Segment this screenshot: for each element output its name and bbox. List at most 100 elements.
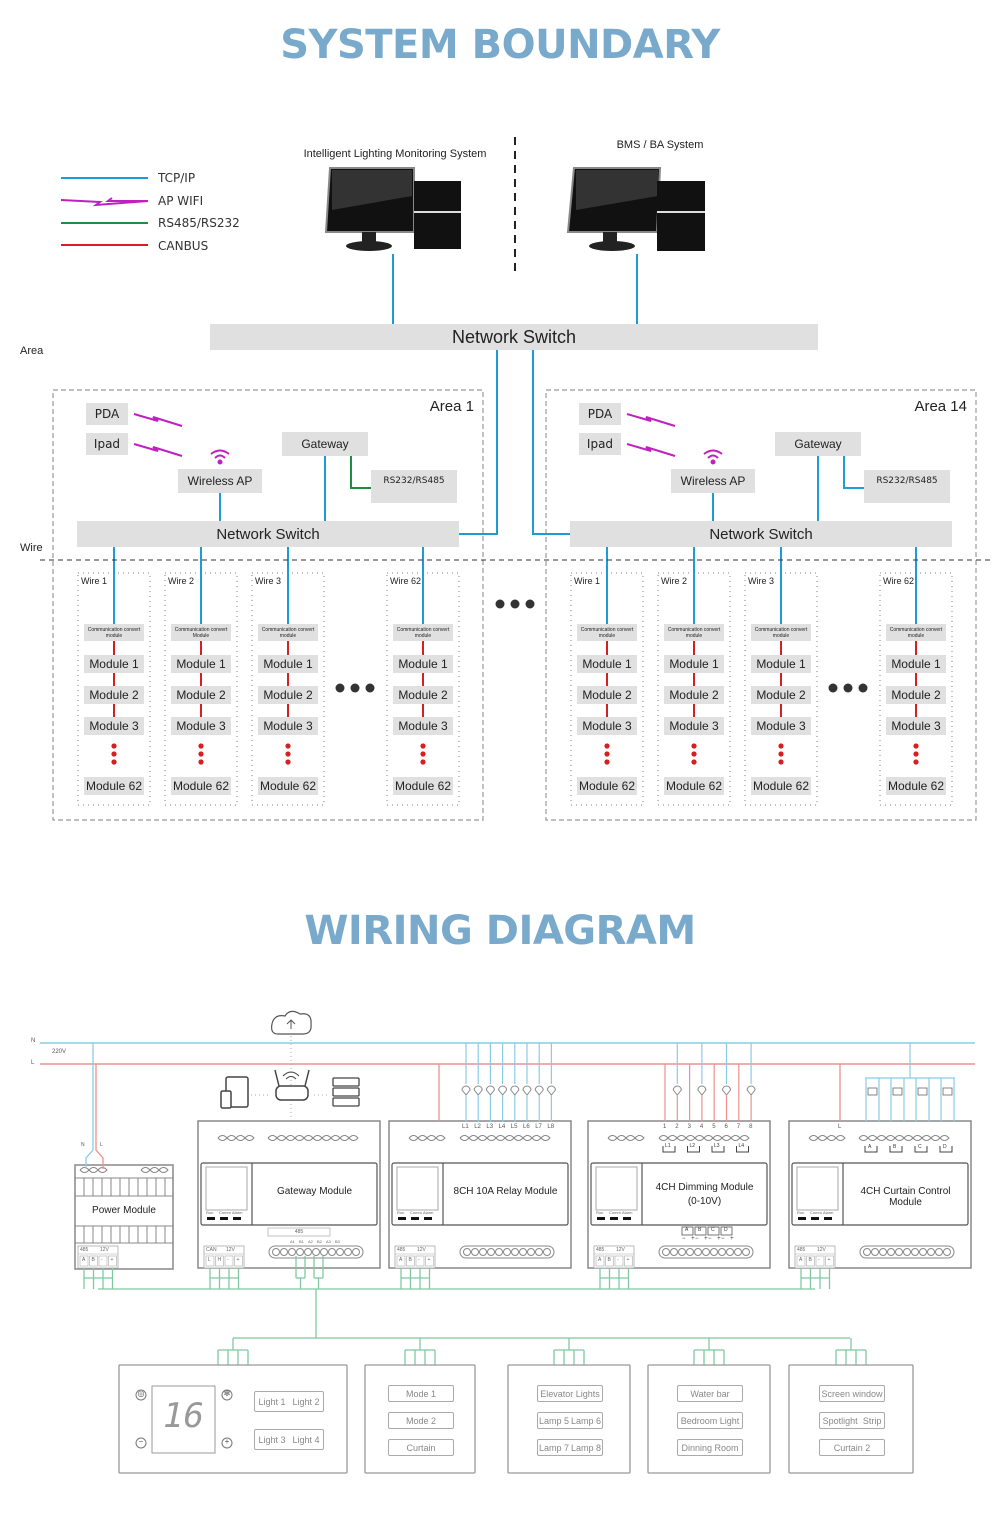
ipad-box: Ipad bbox=[579, 433, 621, 455]
module-box: Module 2 bbox=[886, 686, 946, 704]
upload-arrow-icon bbox=[286, 1019, 296, 1029]
communication-convert-module: Communication convert module bbox=[751, 624, 811, 641]
panel-button[interactable]: Curtain 2 bbox=[819, 1439, 885, 1456]
dimming-polarity: − + bbox=[695, 1236, 710, 1242]
communication-convert-module: Communication convert module bbox=[577, 624, 637, 641]
lamp-icon bbox=[498, 1085, 508, 1096]
module-box: Module 1 bbox=[751, 655, 811, 673]
communication-convert-module: Communication convert module bbox=[886, 624, 946, 641]
ellipsis-dot bbox=[285, 743, 291, 749]
relay-terminal-row bbox=[459, 1245, 555, 1259]
module-display bbox=[396, 1166, 439, 1211]
control-panel bbox=[364, 1364, 476, 1474]
ipad-box: Ipad bbox=[86, 433, 128, 455]
terminal-hole bbox=[718, 1248, 726, 1256]
curtain-output-bracket bbox=[889, 1146, 903, 1153]
router-icon bbox=[275, 1085, 309, 1101]
wire-name: Wire 2 bbox=[661, 576, 688, 586]
control-panel bbox=[788, 1364, 914, 1474]
lamp-icon bbox=[485, 1085, 495, 1096]
lamp-icon bbox=[473, 1085, 483, 1096]
terminal-hole bbox=[503, 1248, 511, 1256]
lamp-icon bbox=[746, 1085, 756, 1096]
terminal-hole bbox=[487, 1248, 495, 1256]
relay-channel-label: L2 bbox=[474, 1124, 481, 1130]
lamp-icon bbox=[522, 1085, 532, 1096]
bus-pin-label: - bbox=[418, 1257, 420, 1263]
terminal-hole bbox=[495, 1248, 503, 1256]
terminal-hole bbox=[935, 1248, 943, 1256]
panel-button-label: Dinning Room bbox=[681, 1442, 739, 1453]
panel-button[interactable]: Mode 2 bbox=[388, 1412, 454, 1429]
power-module-vent bbox=[74, 1177, 174, 1197]
panel-button[interactable]: Bedroom Light bbox=[677, 1412, 743, 1429]
dimming-output-label: B bbox=[698, 1227, 702, 1233]
bus-label: 12V bbox=[226, 1247, 235, 1253]
module-box: Module 3 bbox=[258, 717, 318, 735]
ellipsis-dot bbox=[691, 759, 697, 765]
status-led bbox=[220, 1217, 228, 1220]
panel-button-label: Lamp 6 bbox=[570, 1415, 602, 1426]
terminal-hole bbox=[471, 1248, 479, 1256]
plus-icon-glyph: + bbox=[224, 1437, 230, 1446]
module-box: Module 1 bbox=[886, 655, 946, 673]
load-bracket bbox=[662, 1146, 676, 1153]
status-led-label: Comm bbox=[810, 1210, 822, 1215]
panel-button[interactable]: Elevator Lights bbox=[537, 1385, 603, 1402]
panel-button-label: Curtain 2 bbox=[833, 1442, 871, 1453]
motor-icon bbox=[917, 1087, 928, 1096]
relay-channel-label: L6 bbox=[523, 1124, 530, 1130]
pda-box: PDA bbox=[579, 403, 621, 425]
panel-button[interactable]: Mode 1 bbox=[388, 1385, 454, 1402]
terminal-hole bbox=[863, 1248, 871, 1256]
module-box: Module 1 bbox=[664, 655, 724, 673]
bus-pin-label: L bbox=[208, 1257, 211, 1263]
status-led bbox=[424, 1217, 432, 1220]
dimming-load-label: L3 bbox=[714, 1143, 720, 1149]
terminal-hole bbox=[734, 1248, 742, 1256]
power-n-label: N bbox=[81, 1142, 85, 1148]
server-icon bbox=[332, 1097, 360, 1107]
module-display bbox=[595, 1166, 638, 1211]
gateway-485-pin: A1 bbox=[290, 1239, 295, 1244]
wifi-signal-zigzag bbox=[133, 443, 183, 457]
module-name: 4CH Dimming Module bbox=[655, 1182, 754, 1193]
ellipsis-dot bbox=[604, 743, 610, 749]
voltage-label: 220V bbox=[52, 1049, 67, 1055]
bus-pin-label: A bbox=[598, 1257, 602, 1263]
module-box: Module 3 bbox=[751, 717, 811, 735]
module-box: Module 3 bbox=[84, 717, 144, 735]
ellipsis-dot bbox=[198, 759, 204, 765]
gateway-485-pin: B1 bbox=[299, 1239, 304, 1244]
terminal-hole bbox=[911, 1248, 919, 1256]
ellipsis-dot bbox=[420, 751, 426, 757]
top-diagram bbox=[324, 137, 705, 324]
panel-button[interactable]: Screen window bbox=[819, 1385, 885, 1402]
dimming-output-box bbox=[707, 1226, 720, 1236]
terminal-hole bbox=[344, 1248, 352, 1256]
fan-icon-glyph: ✻ bbox=[223, 1389, 231, 1398]
gateway-485-label: 485 bbox=[294, 1229, 304, 1235]
status-led-label: Run bbox=[596, 1210, 604, 1215]
dimming-polarity: − + bbox=[682, 1236, 697, 1242]
panel-button[interactable]: Dinning Room bbox=[677, 1439, 743, 1456]
dimming-load-label: L4 bbox=[738, 1143, 745, 1149]
terminal-hole bbox=[710, 1248, 718, 1256]
dimming-terminal-label: 5 bbox=[712, 1124, 716, 1130]
wire-name: Wire 62 bbox=[883, 576, 915, 586]
panel-button[interactable]: Water bar bbox=[677, 1385, 743, 1402]
module-display bbox=[796, 1166, 839, 1211]
panel-button-label: Water bar bbox=[690, 1388, 730, 1399]
terminal-block bbox=[408, 1135, 446, 1141]
ellipsis-dot bbox=[420, 759, 426, 765]
gateway-box: Gateway bbox=[775, 432, 861, 456]
module-box: Module 62 bbox=[577, 777, 637, 795]
panel-button[interactable]: Curtain bbox=[388, 1439, 454, 1456]
ellipsis-dot bbox=[604, 759, 610, 765]
panel-button-label: Elevator Lights bbox=[540, 1388, 600, 1399]
